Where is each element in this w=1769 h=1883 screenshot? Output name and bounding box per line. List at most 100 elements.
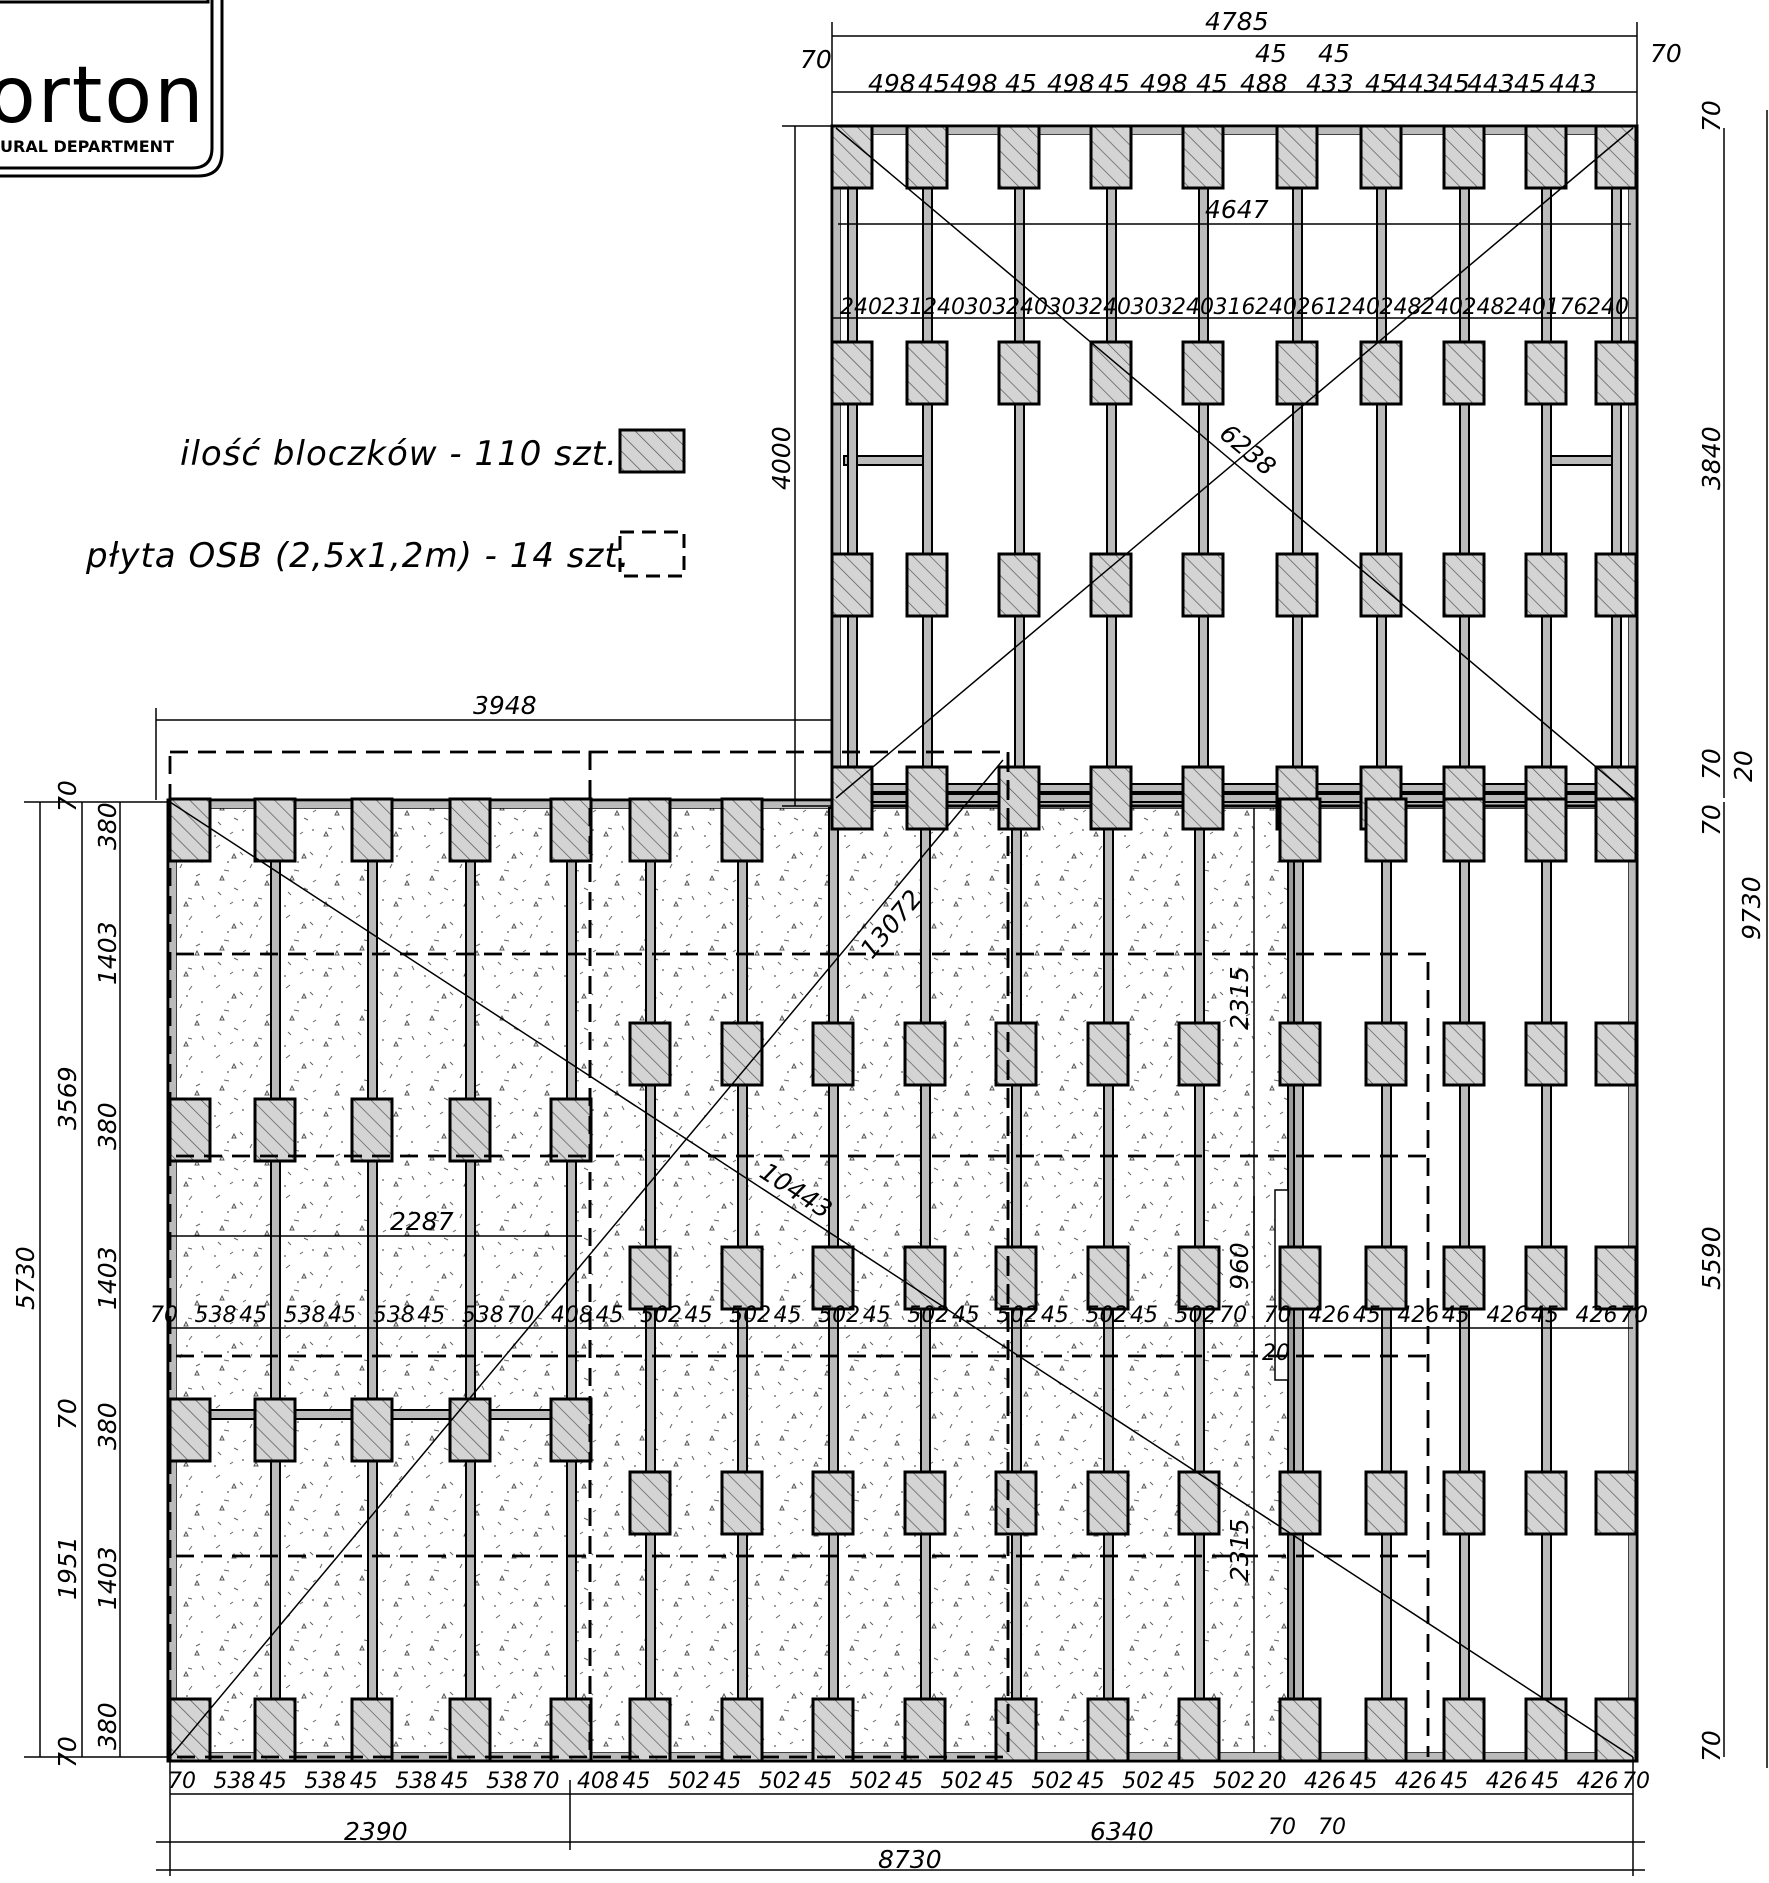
dim-bottom-row: 45 [986, 1769, 1014, 1794]
dim-span-960: 960 [1225, 1242, 1254, 1290]
dim-top-bay: 433 [1306, 69, 1354, 98]
dim-top-bay: 45 [918, 69, 950, 98]
dim-top-joint-a: 45 [1255, 39, 1287, 68]
upper-joist [1459, 133, 1470, 785]
dim-bottom-row: 502 [668, 1769, 710, 1794]
dim-mid-row: 502 [907, 1303, 949, 1328]
legend: ilość bloczków - 110 szt. płyta OSB (2,5… [85, 428, 686, 578]
concrete-block [628, 797, 672, 863]
concrete-block [1524, 552, 1568, 618]
dim-mid-row: 502 [996, 1303, 1038, 1328]
dim-mid-row: 70 [150, 1303, 178, 1328]
dim-bottom-row: 426 [1304, 1769, 1346, 1794]
concrete-block [1278, 1697, 1322, 1763]
dim-bottom-row: 538 [486, 1769, 528, 1794]
concrete-block [997, 340, 1041, 406]
dim-height-left: 4000 [767, 426, 796, 490]
dim-mid-row: 502 [1085, 1303, 1127, 1328]
dim-lower-right: 5590 [1697, 1226, 1726, 1290]
dim-bottom-row: 45 [259, 1769, 287, 1794]
concrete-block [1177, 1697, 1221, 1763]
concrete-block [253, 797, 297, 863]
concrete-block [1278, 1021, 1322, 1087]
hatched-block-swatch-icon [618, 428, 686, 474]
dim-pier-gap: 240 [923, 295, 965, 320]
concrete-block [628, 1021, 672, 1087]
dim-bottom-row: 426 [1395, 1769, 1437, 1794]
concrete-block [1177, 1245, 1221, 1311]
dim-pier-gap: 303 [965, 295, 1007, 320]
dim-bottom-row: 426 [1486, 1769, 1528, 1794]
concrete-block [253, 1097, 297, 1163]
dim-pier-gap: 248 [1463, 295, 1505, 320]
concrete-block [1364, 1697, 1408, 1763]
concrete-block [811, 1245, 855, 1311]
dim-top-bay: 498 [868, 69, 916, 98]
concrete-block [1442, 1021, 1486, 1087]
dim-bottom-note-70a: 70 [1268, 1815, 1296, 1840]
dim-left-segment: 380 [93, 1402, 122, 1450]
concrete-block [811, 1021, 855, 1087]
concrete-block [1278, 1245, 1322, 1311]
dim-mid-row: 45 [328, 1303, 356, 1328]
dim-top-offset-right: 70 [1650, 39, 1682, 68]
concrete-block [1089, 124, 1133, 190]
concrete-block [1594, 1470, 1638, 1536]
dim-mid-row: 45 [774, 1303, 802, 1328]
concrete-block [168, 1097, 212, 1163]
dim-mid-row: 426 [1575, 1303, 1617, 1328]
concrete-block [168, 1697, 212, 1763]
concrete-block [1442, 124, 1486, 190]
dim-bottom-row: 502 [1213, 1769, 1255, 1794]
dim-top-bay: 498 [1140, 69, 1188, 98]
dim-mid-row: 408 [551, 1303, 593, 1328]
osb-panels [168, 750, 1430, 1759]
dim-mid-row: 538 [373, 1303, 415, 1328]
dim-mid-row: 45 [863, 1303, 891, 1328]
dim-mid-row: 538 [462, 1303, 504, 1328]
concrete-block [1359, 552, 1403, 618]
concrete-block [994, 1245, 1038, 1311]
dim-top-bay: 45 [1098, 69, 1130, 98]
dim-bottom-row: 45 [350, 1769, 378, 1794]
dim-mid-row: 45 [595, 1303, 623, 1328]
concrete-block [903, 1021, 947, 1087]
dim-pier-gap: 240 [1421, 295, 1463, 320]
dim-left-segment: 70 [53, 780, 82, 812]
concrete-block [720, 1245, 764, 1311]
dim-top-bay: 45 [1005, 69, 1037, 98]
dim-bottom-row: 408 [577, 1769, 619, 1794]
concrete-block [168, 797, 212, 863]
concrete-block [830, 124, 874, 190]
concrete-block [1594, 1697, 1638, 1763]
concrete-block [1181, 124, 1225, 190]
concrete-block [905, 124, 949, 190]
concrete-block [830, 765, 874, 831]
concrete-block [720, 797, 764, 863]
dim-mid-row: 502 [818, 1303, 860, 1328]
upper-joist [847, 133, 858, 785]
dim-mid-row: 45 [1130, 1303, 1158, 1328]
concrete-block [1278, 1470, 1322, 1536]
concrete-block [1364, 1470, 1408, 1536]
concrete-block [1089, 765, 1133, 831]
concrete-block [1089, 340, 1133, 406]
concrete-block [905, 340, 949, 406]
dim-left-segment: 1403 [93, 1246, 122, 1310]
dim-mid-row: 45 [952, 1303, 980, 1328]
dim-bottom-overall: 8730 [878, 1845, 942, 1874]
dim-bottom-row: 426 [1577, 1769, 1619, 1794]
concrete-block [549, 1097, 593, 1163]
upper-joist [1106, 133, 1117, 785]
concrete-block [549, 1697, 593, 1763]
dim-bottom-row: 45 [1531, 1769, 1559, 1794]
dim-top-bay: 488 [1240, 69, 1288, 98]
dim-top-bay: 498 [950, 69, 998, 98]
dim-mid-row: 45 [417, 1303, 445, 1328]
concrete-block [1181, 765, 1225, 831]
lower-joist [465, 807, 476, 1754]
concrete-block [1275, 124, 1319, 190]
dim-top-bay: 498 [1047, 69, 1095, 98]
dim-left-lower: 1951 [53, 1536, 82, 1600]
